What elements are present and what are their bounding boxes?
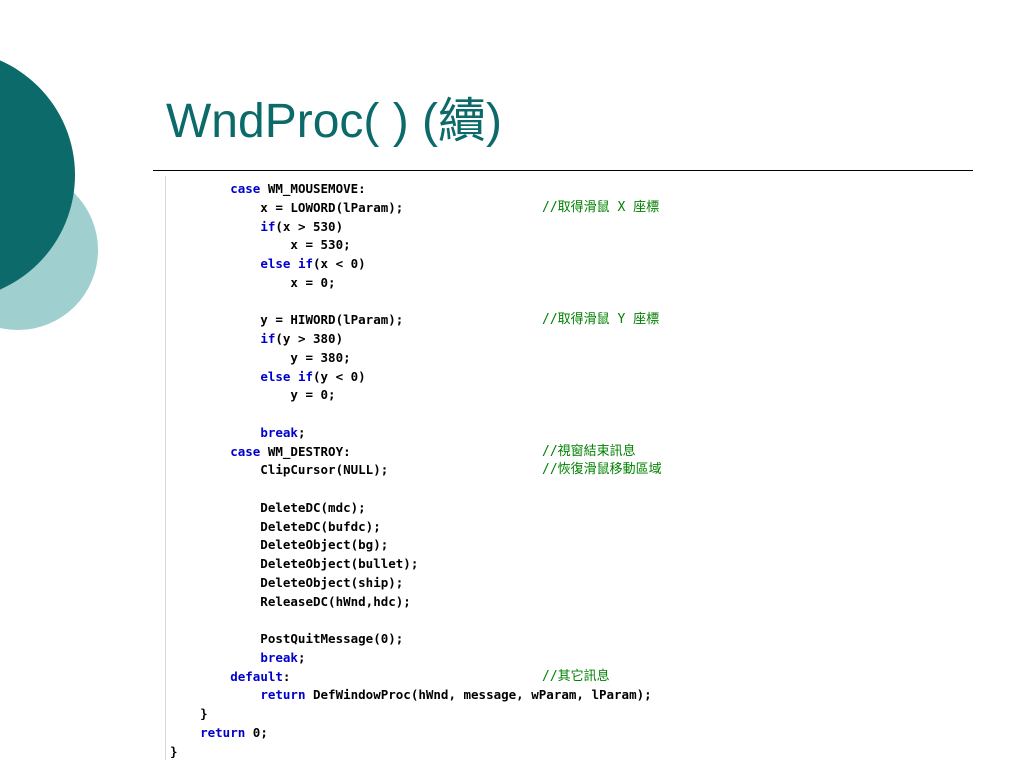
code-line: if(x > 530): [170, 218, 652, 237]
code-text: [170, 650, 260, 665]
code-text: (x < 0): [313, 256, 366, 271]
code-keyword: break: [260, 649, 298, 665]
code-line: }: [170, 743, 652, 762]
title-divider: [153, 170, 973, 171]
code-keyword: else if: [260, 368, 313, 384]
code-text: ClipCursor(NULL);: [170, 462, 389, 478]
code-line: y = 0;: [170, 386, 652, 405]
code-screenshot: case WM_MOUSEMOVE: x = LOWORD(lParam); i…: [165, 176, 766, 760]
code-line: [170, 405, 652, 424]
code-line: else if(y < 0): [170, 368, 652, 387]
code-keyword: if: [260, 218, 276, 234]
code-line: ClipCursor(NULL);: [170, 461, 652, 480]
code-line: break;: [170, 424, 652, 443]
code-line: if(y > 380): [170, 330, 652, 349]
code-line: ReleaseDC(hWnd,hdc);: [170, 593, 652, 612]
code-text: [170, 369, 260, 384]
code-text: PostQuitMessage(0);: [170, 631, 404, 646]
code-text: [170, 725, 200, 740]
code-comment: //取得滑鼠 X 座標: [542, 199, 660, 215]
code-text: ;: [297, 649, 306, 665]
code-text: 0;: [245, 724, 268, 740]
code-line: x = 0;: [170, 274, 652, 293]
code-text: }: [170, 743, 178, 759]
code-line: y = 380;: [170, 349, 652, 368]
code-keyword: return: [260, 687, 306, 703]
code-text: [170, 444, 230, 459]
code-text: (y < 0): [313, 368, 366, 384]
code-line: default:: [170, 668, 652, 687]
code-keyword: default: [230, 668, 283, 684]
code-text: x = LOWORD(lParam);: [170, 199, 404, 215]
code-text: DefWindowProc(hWnd, message, wParam, lPa…: [305, 687, 652, 703]
code-text: DeleteObject(ship);: [170, 574, 404, 590]
code-text: x = 0;: [170, 274, 336, 290]
code-text: ;: [297, 424, 306, 440]
code-text: DeleteObject(bullet);: [170, 556, 419, 571]
code-line: return DefWindowProc(hWnd, message, wPar…: [170, 686, 652, 705]
code-text: (x > 530): [275, 218, 344, 234]
code-line: else if(x < 0): [170, 255, 652, 274]
code-keyword: if: [260, 331, 276, 346]
decorative-circles: [0, 60, 98, 330]
code-text: [170, 331, 260, 346]
code-text: DeleteObject(bg);: [170, 537, 389, 553]
code-line: }: [170, 705, 652, 724]
code-text: DeleteDC(bufdc);: [170, 518, 381, 534]
code-line: y = HIWORD(lParam);: [170, 311, 652, 330]
code-text: [170, 181, 230, 196]
code-line: DeleteDC(mdc);: [170, 499, 652, 518]
code-text: [170, 425, 260, 440]
code-line: [170, 293, 652, 312]
code-text: }: [170, 706, 208, 721]
slide-title: WndProc( ) (續): [166, 95, 503, 148]
code-text: x = 530;: [170, 237, 351, 253]
code-text: y = 380;: [170, 349, 351, 365]
code-line: [170, 611, 652, 630]
code-keyword: return: [200, 724, 246, 740]
code-text: ReleaseDC(hWnd,hdc);: [170, 593, 411, 609]
code-line: x = 530;: [170, 236, 652, 255]
code-line: break;: [170, 649, 652, 668]
code-text: [170, 219, 260, 234]
code-block: case WM_MOUSEMOVE: x = LOWORD(lParam); i…: [170, 180, 652, 761]
code-line: x = LOWORD(lParam);: [170, 199, 652, 218]
code-line: [170, 480, 652, 499]
code-line: DeleteObject(bullet);: [170, 555, 652, 574]
code-text: [170, 687, 260, 702]
code-keyword: break: [260, 424, 298, 440]
code-line: case WM_DESTROY:: [170, 443, 652, 462]
code-text: WM_DESTROY:: [260, 443, 351, 459]
code-line: PostQuitMessage(0);: [170, 630, 652, 649]
code-keyword: else if: [260, 256, 313, 271]
code-comment: //恢復滑鼠移動區域: [542, 462, 662, 478]
code-text: [170, 256, 260, 271]
code-line: DeleteObject(bg);: [170, 536, 652, 555]
code-text: [170, 669, 230, 684]
code-text: DeleteDC(mdc);: [170, 499, 366, 515]
code-keyword: case: [230, 181, 261, 196]
code-line: DeleteObject(ship);: [170, 574, 652, 593]
code-comment: //取得滑鼠 Y 座標: [542, 312, 660, 328]
code-line: case WM_MOUSEMOVE:: [170, 180, 652, 199]
code-comment: //其它訊息: [542, 668, 610, 684]
code-line: return 0;: [170, 724, 652, 743]
code-text: :: [282, 668, 291, 684]
code-comment: //視窗結束訊息: [542, 443, 636, 459]
dark-teal-circle: [0, 60, 75, 290]
code-line: DeleteDC(bufdc);: [170, 518, 652, 537]
code-keyword: case: [230, 443, 261, 459]
code-text: y = HIWORD(lParam);: [170, 312, 404, 328]
code-text: (y > 380): [275, 331, 344, 346]
code-text: WM_MOUSEMOVE:: [260, 181, 366, 196]
code-text: y = 0;: [170, 387, 336, 403]
